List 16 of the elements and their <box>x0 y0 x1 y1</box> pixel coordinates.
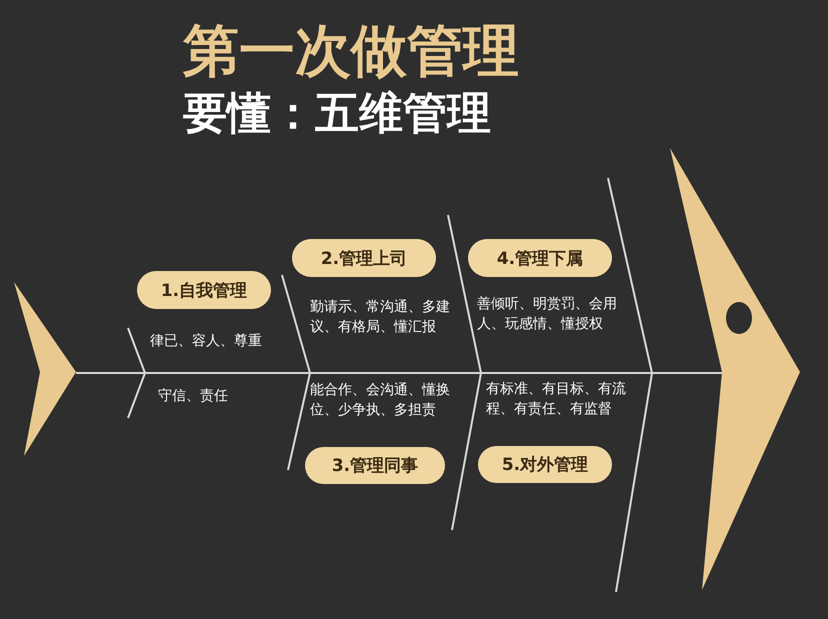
title: 第一次做管理 <box>183 18 519 86</box>
category-pill: 3.管理同事 <box>305 447 445 484</box>
bone-note: 律已、容人、尊重 <box>150 332 263 351</box>
subtitle: 要懂：五维管理 <box>183 87 491 141</box>
category-pill: 2.管理上司 <box>292 239 436 277</box>
spine-line <box>76 372 722 374</box>
bone-note: 勤请示、常沟通、多建议、有格局、懂汇报 <box>310 298 451 337</box>
fish-tail-drawing <box>14 282 76 456</box>
category-pill: 1.自我管理 <box>137 271 271 309</box>
category-pill: 5.对外管理 <box>478 446 612 483</box>
bone-note: 善倾听、明赏罚、会用人、玩感情、懂授权 <box>477 295 618 334</box>
fish-head-drawing <box>670 148 800 590</box>
bone-note: 能合作、会沟通、懂换位、少争执、多担责 <box>310 381 451 420</box>
bone-note: 守信、责任 <box>158 387 229 406</box>
category-pill: 4.管理下属 <box>468 239 612 277</box>
bone-note: 有标准、有目标、有流程、有责任、有监督 <box>486 380 627 419</box>
